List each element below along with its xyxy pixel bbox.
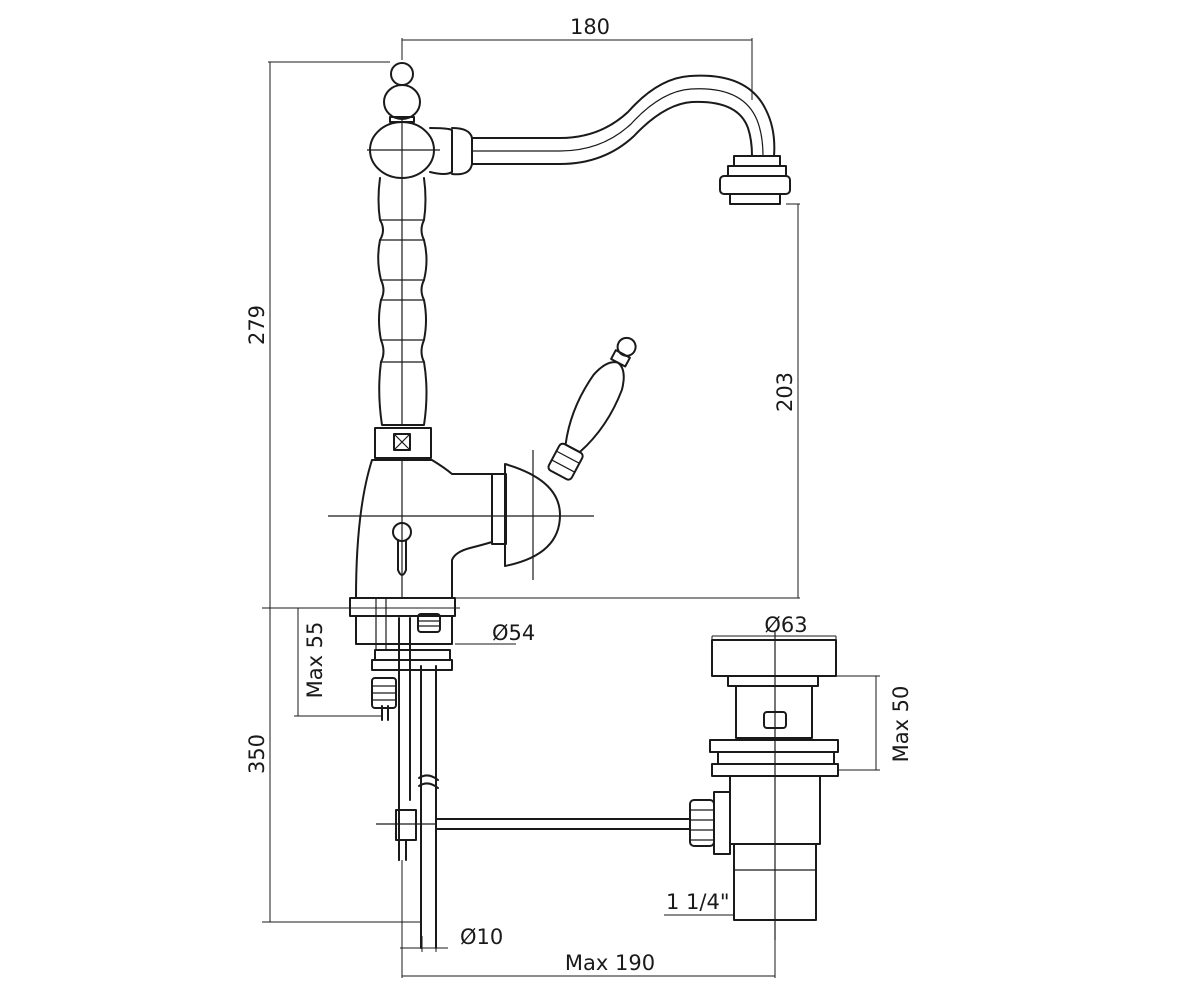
lever-dome	[504, 463, 561, 567]
dimension-lines	[262, 38, 880, 978]
mixer-body	[355, 459, 493, 599]
dim-thread-label: 1 1/4"	[666, 890, 730, 914]
washer	[374, 649, 451, 661]
aerator	[719, 175, 791, 195]
dim-max190-label: Max 190	[565, 951, 655, 975]
pop-up-waste	[689, 632, 839, 940]
dim-d63-label: Ø63	[764, 613, 807, 637]
dim-350-label: 350	[245, 734, 269, 774]
dim-max50-label: Max 50	[889, 686, 913, 763]
dimension-labels: 180 279 203 Max 55 Ø54 350 Ø63 Max 50 1 …	[245, 15, 913, 975]
finial-ball	[383, 84, 421, 120]
waste-body	[735, 685, 813, 739]
spout-upper-edge	[471, 74, 776, 157]
beaded-column	[377, 177, 428, 426]
dim-d10-label: Ø10	[460, 925, 503, 949]
top-finial	[390, 62, 414, 86]
waste-flange	[711, 639, 837, 677]
aerator-ring	[733, 155, 781, 167]
dim-d54-label: Ø54	[492, 621, 535, 645]
base-flange	[349, 597, 456, 617]
dim-max55-label: Max 55	[303, 622, 327, 699]
dim-279-label: 279	[245, 305, 269, 345]
spout-connector	[429, 127, 453, 175]
dim-203-label: 203	[773, 372, 797, 412]
lever-connector	[689, 799, 715, 847]
lever-handle	[547, 336, 637, 481]
square-nut	[374, 427, 432, 459]
fixing-nut	[417, 613, 441, 633]
dim-180-label: 180	[570, 15, 610, 39]
waste-nut	[709, 739, 839, 753]
mixer-tap	[328, 62, 791, 949]
spout-lower-edge	[471, 100, 753, 165]
